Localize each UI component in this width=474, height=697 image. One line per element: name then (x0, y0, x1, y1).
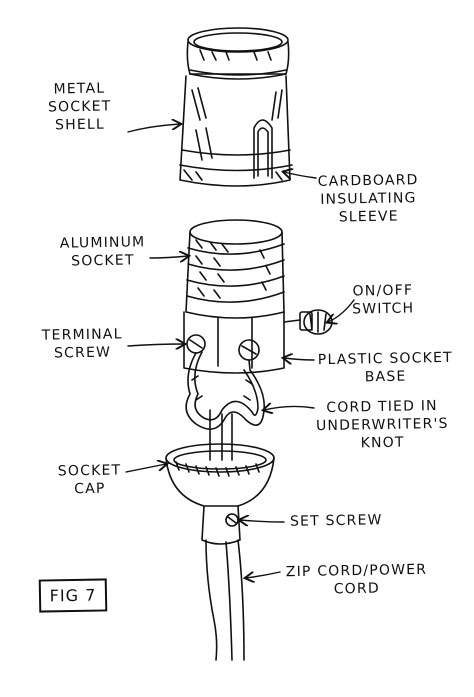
label-line: SCREW (53, 344, 112, 362)
label-terminal-screw: TERMINAL SCREW (42, 325, 123, 362)
label-line: SHELL (54, 116, 106, 134)
label-line: ALUMINUM (59, 234, 146, 252)
label-set-screw: SET SCREW (290, 511, 383, 531)
label-line: ZIP CORD/POWER (285, 561, 428, 581)
label-line: SWITCH (352, 300, 415, 318)
label-aluminum-socket: ALUMINUM SOCKET (60, 233, 146, 270)
label-zip-cord-power-cord: ZIP CORD/POWER CORD (286, 561, 428, 599)
label-line: CORD (333, 580, 380, 598)
label-metal-socket-shell: METAL SOCKET SHELL (48, 79, 112, 134)
zip-cord-drawing (205, 539, 245, 661)
label-line: CAP (74, 480, 106, 498)
label-line: BASE (364, 368, 407, 386)
label-line: SET SCREW (289, 512, 383, 530)
label-line: ON/OFF (352, 282, 414, 300)
figure-label-text: FIG 7 (49, 585, 97, 606)
label-cord-underwriters-knot: CORD TIED IN UNDERWRITER'S KNOT (316, 397, 450, 453)
label-line: SOCKET (71, 252, 135, 270)
label-line: PLASTIC SOCKET (317, 349, 453, 369)
leader-lines (125, 124, 355, 578)
label-line: INSULATING (320, 190, 417, 208)
socket-cap-drawing (165, 443, 275, 545)
aluminum-socket-drawing (185, 219, 285, 319)
figure-label: FIG 7 (38, 578, 108, 613)
label-line: TERMINAL (41, 326, 123, 344)
metal-socket-shell-drawing (179, 27, 293, 187)
label-line: SLEEVE (338, 208, 399, 226)
label-line: SOCKET (57, 462, 122, 480)
label-socket-cap: SOCKET CAP (58, 461, 122, 498)
label-line: CORD TIED IN (326, 398, 438, 416)
label-line: SOCKET (47, 98, 112, 116)
label-plastic-socket-base: PLASTIC SOCKET BASE (318, 349, 454, 387)
label-line: UNDERWRITER'S (315, 415, 449, 435)
label-cardboard-insulating-sleeve: CARDBOARD INSULATING SLEEVE (318, 171, 420, 227)
label-line: KNOT (360, 434, 405, 452)
label-line: METAL (53, 80, 106, 98)
label-on-off-switch: ON/OFF SWITCH (352, 281, 415, 318)
plastic-socket-base-drawing (183, 309, 333, 374)
label-line: CARDBOARD (317, 172, 419, 190)
